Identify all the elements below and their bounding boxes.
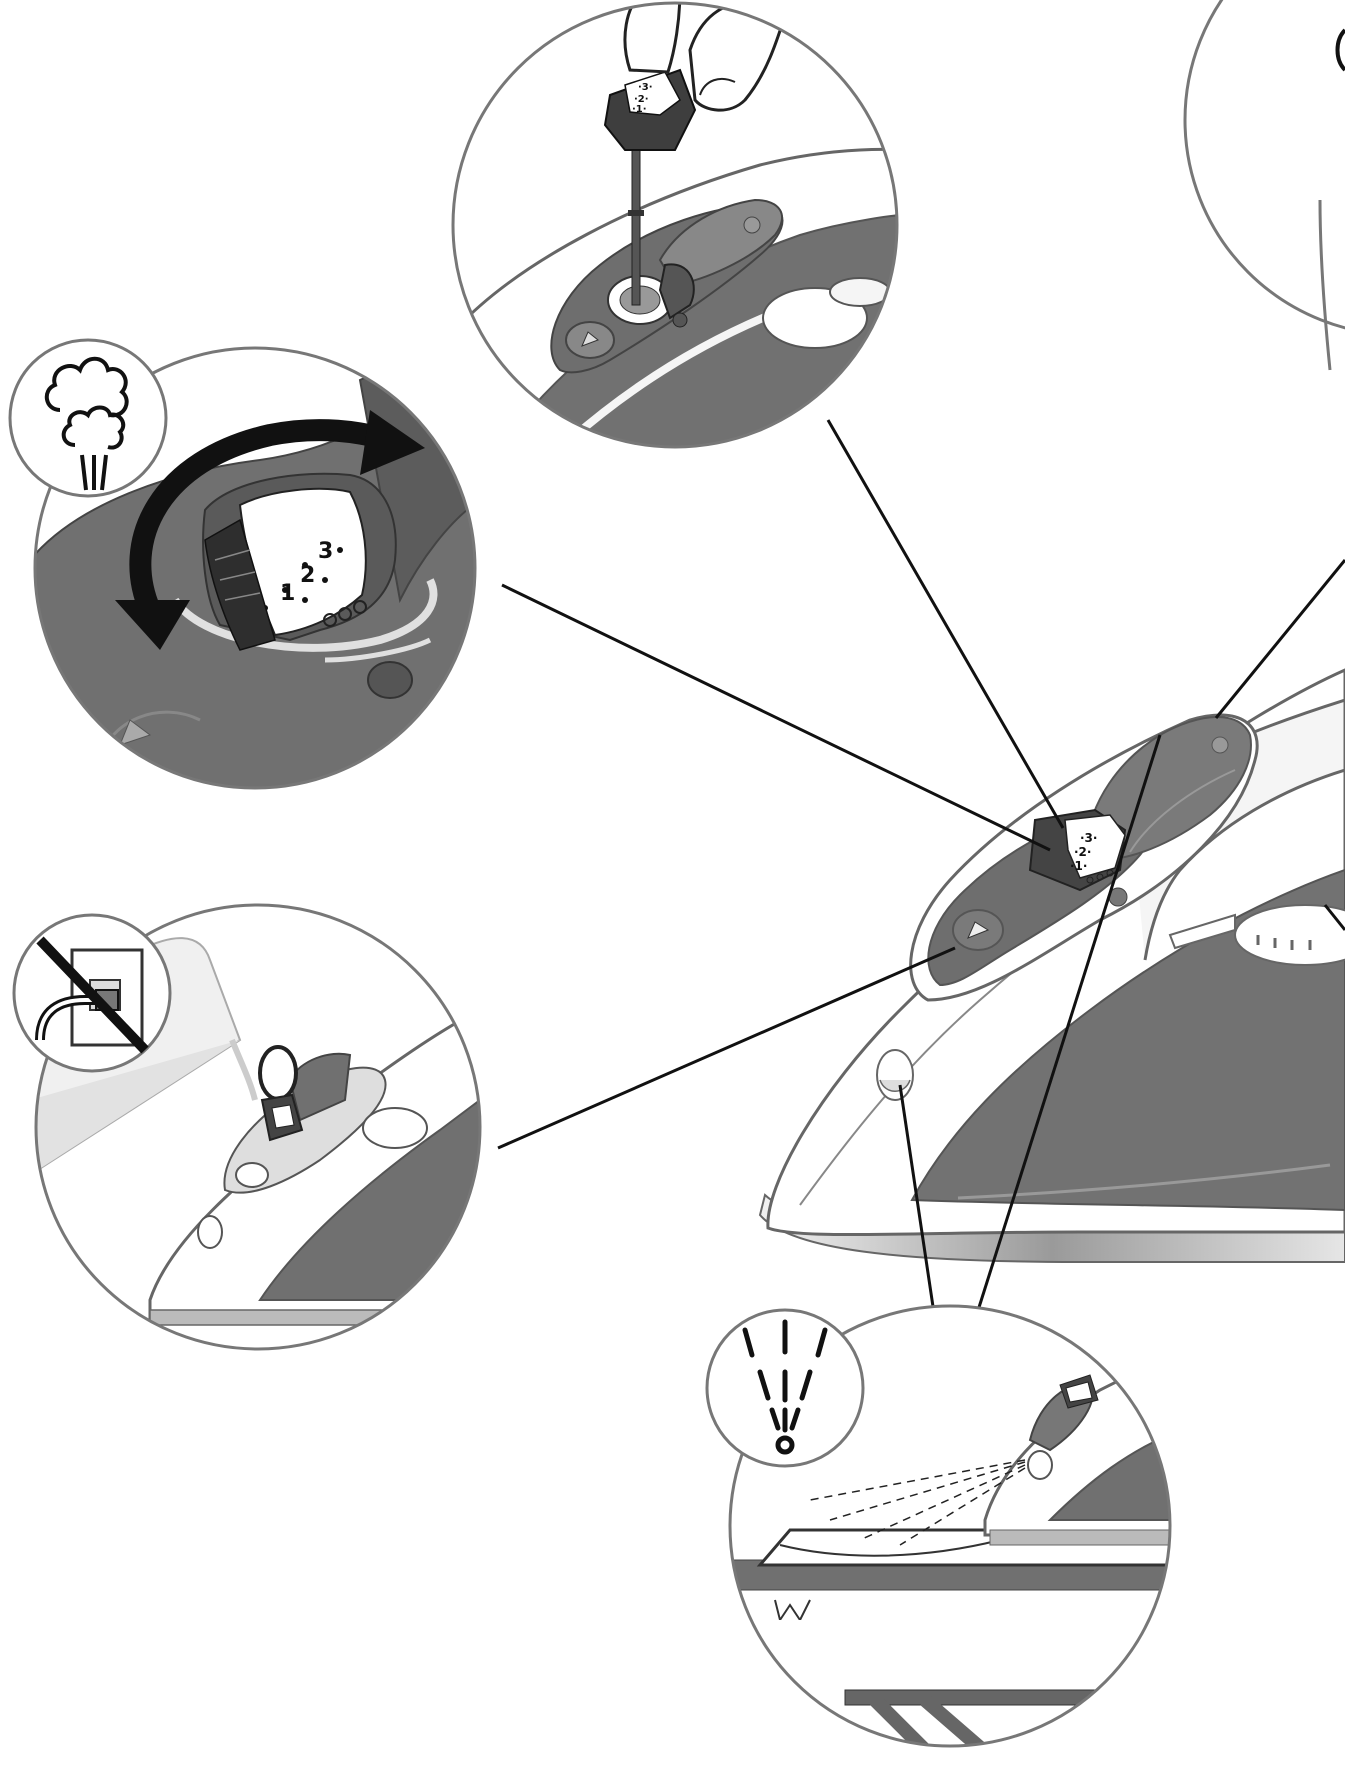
leader-line-fill	[497, 946, 956, 1150]
spray-mist	[809, 1459, 1026, 1546]
main-iron-temperature-dial	[1234, 904, 1345, 966]
dial-mark-1: 1	[280, 581, 295, 606]
prohibition-slash	[36, 936, 149, 1054]
panel-partial-top-right	[1183, 0, 1345, 371]
leader-line-top	[826, 419, 1065, 829]
spray-burst-icon	[742, 1319, 828, 1455]
leader-lines	[497, 419, 1345, 1321]
steam-cloud-icon-badge	[8, 338, 168, 498]
arrow-head-right	[360, 410, 425, 475]
main-iron-button-cover	[1083, 716, 1252, 862]
svg-text:·1·: ·1·	[1070, 859, 1087, 873]
water-stream	[229, 1038, 258, 1101]
svg-text:·3·: ·3·	[1080, 831, 1097, 845]
spray-burst-icon-badge	[705, 1308, 865, 1468]
arrow-head-left	[115, 600, 190, 650]
leader-line-dial	[501, 583, 1051, 852]
leader-line-right	[1214, 559, 1345, 719]
dial-rotate-arrow	[129, 419, 393, 615]
dial-mark-3: 3	[318, 539, 333, 564]
no-plug-icon	[35, 936, 149, 1054]
leader-line-spray-1	[898, 1084, 937, 1321]
panel-anti-calc-rod-removal: ·3· ·2· ·1·	[451, 1, 899, 449]
svg-text:·2·: ·2·	[634, 94, 649, 105]
svg-text:·2·: ·2·	[1074, 845, 1091, 859]
main-iron: ·3· ·2· ·1·	[758, 668, 1345, 1263]
no-plug-icon-badge	[12, 913, 172, 1073]
dial-mark-2: 2	[300, 563, 315, 588]
svg-text:·3·: ·3·	[638, 82, 653, 93]
steam-cloud-icon	[44, 356, 129, 491]
main-iron-side-body	[910, 868, 1345, 1212]
main-iron-spray-button-icon	[1211, 736, 1229, 754]
main-iron-spray-nozzle	[876, 1049, 914, 1101]
main-iron-anti-calc-button	[952, 909, 1004, 951]
leader-line-spray-2	[973, 734, 1162, 1321]
svg-text:·1·: ·1·	[632, 104, 647, 115]
main-iron-steam-dial: ·3· ·2· ·1·	[1028, 808, 1128, 907]
